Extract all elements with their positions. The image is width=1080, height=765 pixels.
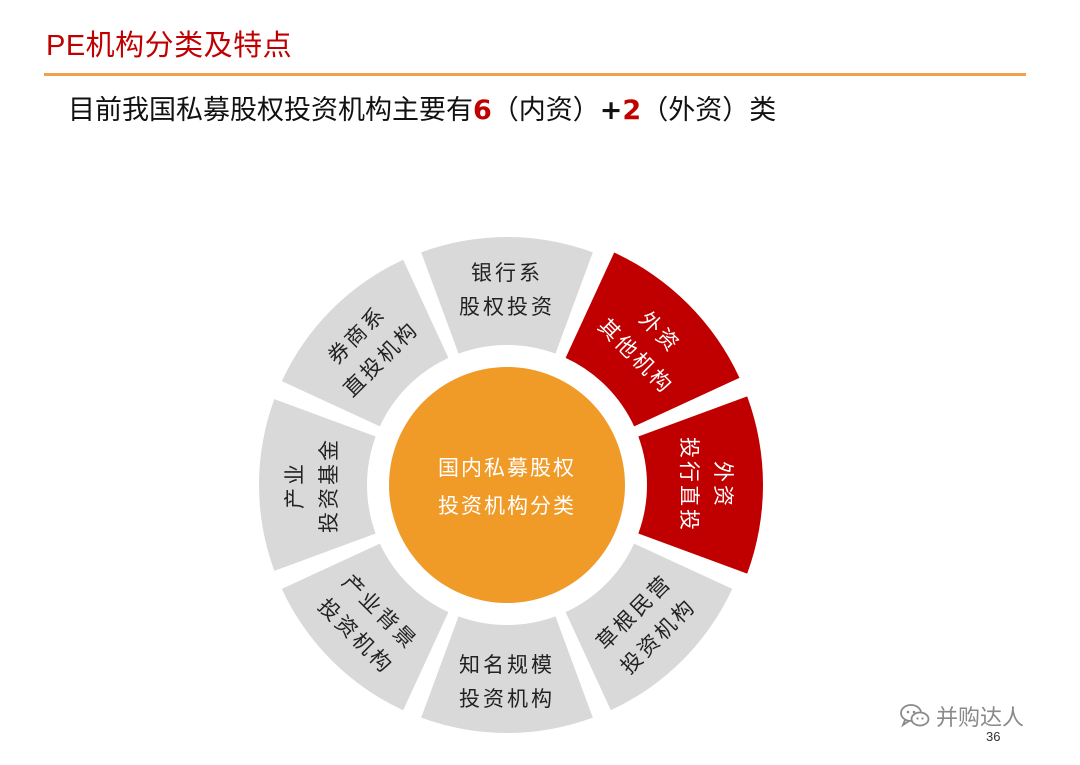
segment-label-line: 投行直投	[677, 437, 701, 533]
subtitle-plus: +	[599, 95, 623, 126]
segment-securities	[281, 259, 449, 427]
segment-industry-bg	[281, 543, 449, 711]
slide-title: PE机构分类及特点	[46, 30, 293, 62]
center-label-line: 国内私募股权	[438, 456, 576, 480]
subtitle-foreign-label: （外资）类	[641, 95, 777, 126]
page-number: 36	[986, 729, 1001, 744]
segment-label-line: 股权投资	[459, 295, 555, 319]
segment-label-industry-fund: 产业投资基金	[283, 437, 341, 533]
segment-label-line: 投资基金	[317, 437, 341, 533]
segment-industry-fund	[259, 399, 376, 571]
wechat-icon	[900, 704, 930, 728]
subtitle-domestic-count: 6	[473, 95, 492, 126]
watermark-text: 并购达人	[936, 706, 1025, 731]
segment-label-line: 投资机构	[459, 687, 555, 711]
segment-grassroots	[565, 543, 733, 711]
watermark: 并购达人	[900, 700, 1024, 732]
segment-label-line: 知名规模	[459, 653, 555, 677]
subtitle-foreign-count: 2	[622, 95, 642, 126]
segment-foreign-ib	[638, 396, 763, 574]
segment-famous	[421, 616, 593, 734]
subtitle-domestic-label: （内资）	[491, 95, 600, 126]
segment-bank	[421, 236, 593, 354]
title-divider	[44, 73, 1026, 76]
center-circle	[389, 367, 625, 603]
center-label-line: 投资机构分类	[438, 494, 576, 518]
segment-label-line: 产业	[283, 461, 307, 509]
segment-foreign-other	[565, 252, 740, 427]
subtitle-prefix: 目前我国私募股权投资机构主要有	[68, 95, 473, 126]
segment-label-line: 银行系	[471, 261, 543, 285]
segment-label-line: 外资	[711, 461, 735, 509]
slide-subtitle: 目前我国私募股权投资机构主要有6（内资）+2（外资）类	[68, 88, 776, 127]
